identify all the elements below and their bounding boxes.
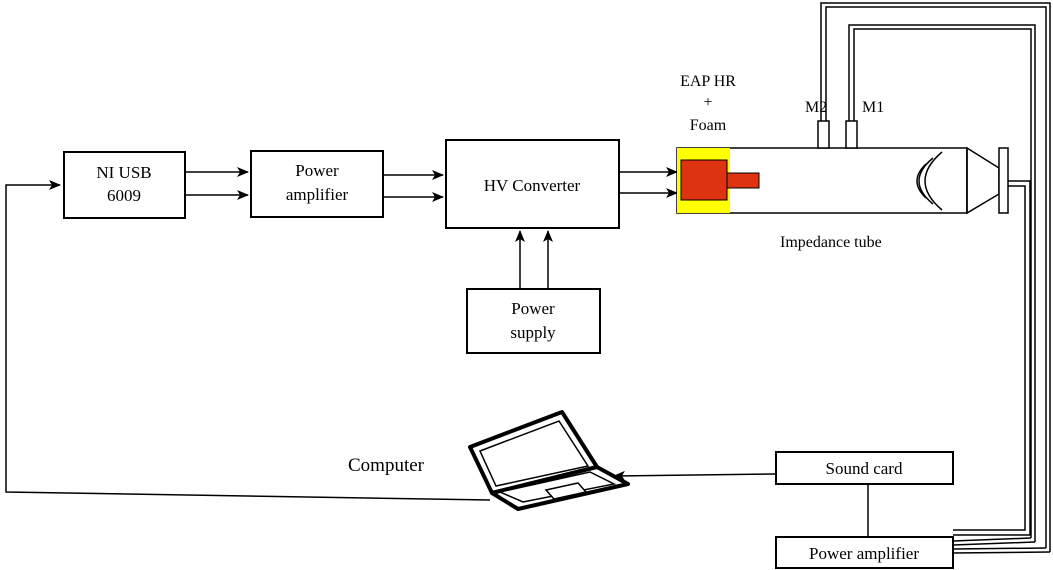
loudspeaker-icon (966, 146, 1009, 215)
power-amplifier-top-line2: amplifier (286, 185, 349, 204)
sound-wave-icon (918, 157, 934, 205)
data-arrow (613, 470, 776, 481)
hv-converter-block: HV Converter (445, 139, 620, 229)
ni-usb-6009-block: NI USB 6009 (63, 151, 186, 219)
eap-label-line1: EAP HR (680, 73, 736, 90)
eap-label-line3: Foam (690, 117, 727, 134)
microphone-cable-m1 (848, 24, 1036, 542)
power-supply-line1: Power (511, 299, 555, 318)
power-supply-line2: supply (510, 323, 556, 342)
eap-hr-neck (726, 172, 760, 189)
mic-m2-label: M2 (805, 99, 827, 116)
power-amplifier-top-line1: Power (295, 161, 339, 180)
sound-card-block: Sound card (775, 451, 954, 485)
eap-hr-sample (680, 159, 728, 201)
impedance-tube-label: Impedance tube (780, 234, 882, 251)
sound-card-label: Sound card (826, 459, 903, 478)
ni-usb-label-line2: 6009 (107, 186, 141, 205)
speaker-cable (953, 180, 1031, 536)
ni-usb-label-line1: NI USB (96, 163, 151, 182)
mic-signal-cables (952, 537, 1051, 554)
eap-label-line2: + (703, 94, 712, 111)
feedback-arrow (5, 180, 491, 501)
power-amplifier-bottom-block: Power amplifier (775, 536, 954, 569)
microphone-m2 (817, 120, 830, 149)
power-supply-block: Power supply (466, 288, 601, 354)
power-amplifier-bottom-label: Power amplifier (809, 544, 919, 563)
microphone-m1 (845, 120, 858, 149)
mic-m1-label: M1 (862, 99, 884, 116)
power-amplifier-top-block: Power amplifier (250, 150, 384, 218)
sound-wave-icon (916, 163, 927, 199)
hv-converter-label: HV Converter (484, 176, 581, 195)
computer-label: Computer (348, 455, 425, 476)
impedance-tube (676, 120, 1009, 215)
sound-wave-icon (924, 151, 943, 211)
microphone-cable-m2 (820, 2, 1051, 552)
eap-label: EAP HR + Foam (680, 73, 736, 134)
laptop-icon (468, 410, 630, 511)
